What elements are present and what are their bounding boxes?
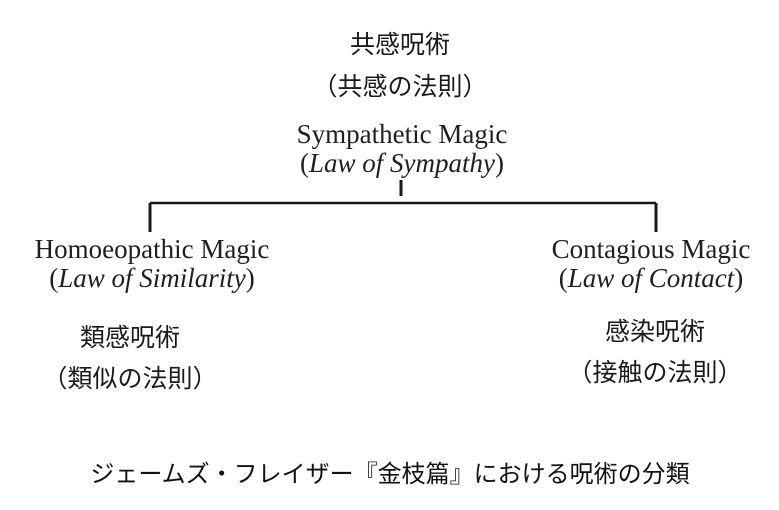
right-law-close: ) xyxy=(734,263,744,293)
right-en-title: Contagious Magic xyxy=(551,234,751,264)
left-en-law: (Law of Similarity) xyxy=(49,265,255,292)
left-en-title: Homoeopathic Magic xyxy=(34,234,270,264)
right-law-open: ( xyxy=(558,263,568,293)
left-law-open: ( xyxy=(49,263,59,293)
root-en-title: Sympathetic Magic xyxy=(296,119,508,149)
left-law-close: ) xyxy=(245,263,255,293)
right-jp-title: 感染呪術 xyxy=(604,317,706,346)
left-law-text: Law of Similarity xyxy=(58,263,246,293)
root-law-close: ) xyxy=(495,148,504,178)
left-jp-law: （類似の法則） xyxy=(42,364,218,393)
right-en-law: (Law of Contact) xyxy=(559,265,744,292)
root-law-open: ( xyxy=(300,148,309,178)
left-jp-title: 類感呪術 xyxy=(79,323,181,352)
root-law-text: Law of Sympathy xyxy=(309,148,495,178)
right-jp-law: （接触の法則） xyxy=(567,358,743,387)
figure-caption: ジェームズ・フレイザー『金枝篇』における呪術の分類 xyxy=(90,460,690,488)
right-law-text: Law of Contact xyxy=(567,263,735,293)
root-jp-title: 共感呪術 xyxy=(349,30,451,59)
root-jp-law: （共感の法則） xyxy=(312,72,488,101)
root-en-law: (Law of Sympathy) xyxy=(300,150,504,177)
